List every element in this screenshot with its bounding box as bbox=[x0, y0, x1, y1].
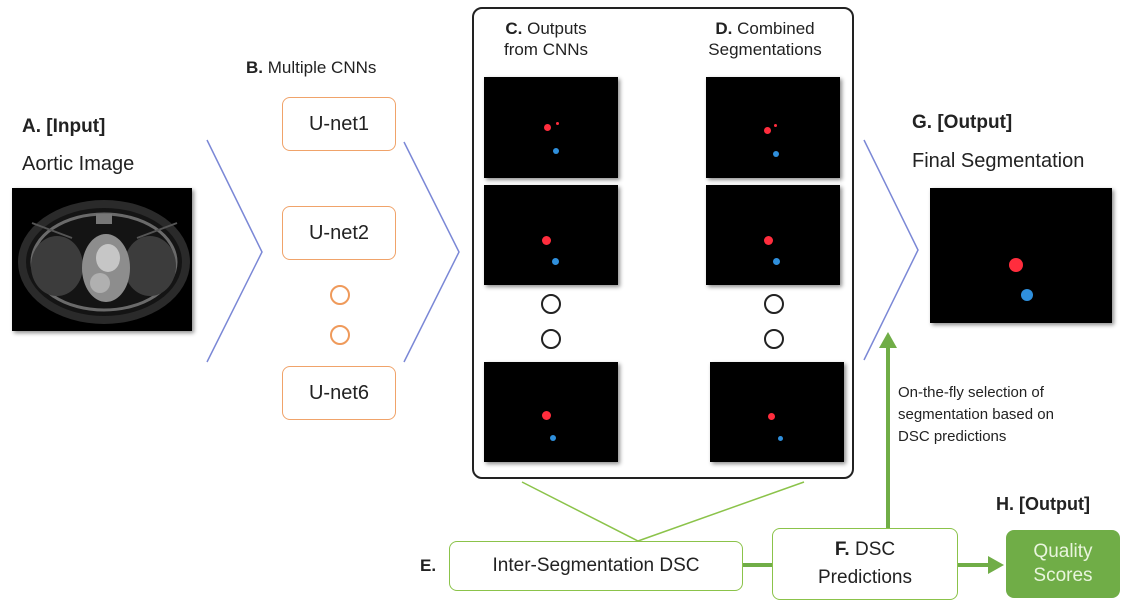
segment-red bbox=[556, 122, 559, 125]
panel-funnel-lines bbox=[521, 481, 805, 542]
chevron-arrow-b bbox=[403, 141, 460, 363]
outputs-header: C. Outputs from CNNs bbox=[484, 18, 608, 60]
unet1-box: U-net1 bbox=[282, 97, 396, 151]
section-a-title: [Input] bbox=[46, 116, 106, 137]
cnn-output-image-6 bbox=[484, 362, 618, 462]
section-b-title: Multiple CNNs bbox=[267, 58, 377, 77]
segment-red bbox=[764, 127, 771, 134]
f-to-g-arrowhead bbox=[879, 332, 897, 348]
cnns-label: B. Multiple CNNs bbox=[246, 58, 376, 78]
section-d-line2: Segmentations bbox=[708, 40, 822, 59]
cnn-output-image-2 bbox=[484, 185, 618, 285]
cnn-output-image-1 bbox=[484, 77, 618, 178]
aortic-mri-image bbox=[12, 188, 192, 331]
inter-segmentation-dsc-box: Inter-Segmentation DSC bbox=[449, 541, 743, 591]
segment-blue bbox=[773, 151, 779, 157]
ellipsis-dot bbox=[541, 329, 561, 349]
segment-blue bbox=[773, 258, 780, 265]
segment-red bbox=[774, 124, 777, 127]
segment-blue bbox=[553, 148, 559, 154]
combined-seg-image-2 bbox=[706, 185, 840, 285]
unet2-box: U-net2 bbox=[282, 206, 396, 260]
section-h-letter: H. bbox=[996, 494, 1014, 514]
selection-note-line1: On-the-fly selection of bbox=[898, 384, 1044, 401]
dsc-predictions-box: F. DSC Predictions bbox=[772, 528, 958, 600]
segment-red bbox=[542, 411, 551, 420]
segment-red bbox=[764, 236, 773, 245]
ellipsis-dot bbox=[330, 285, 350, 305]
quality-scores-line1: Quality bbox=[1033, 541, 1093, 562]
final-output-label: G. [Output] bbox=[912, 112, 1012, 134]
ellipsis-dot bbox=[541, 294, 561, 314]
section-e-letter-bold: E. bbox=[420, 556, 437, 575]
final-segmentation-subtitle: Final Segmentation bbox=[912, 150, 1085, 172]
selection-note-line3: DSC predictions bbox=[898, 428, 1007, 445]
f-to-h-arrowhead bbox=[988, 556, 1004, 574]
section-c-letter: C. bbox=[505, 19, 523, 38]
section-f-line2: Predictions bbox=[818, 567, 912, 588]
segment-blue bbox=[550, 435, 556, 441]
section-c-line2: from CNNs bbox=[503, 40, 589, 59]
chevron-arrow-a bbox=[206, 139, 263, 363]
segment-red bbox=[1009, 258, 1023, 272]
section-h-title: [Output] bbox=[1019, 494, 1090, 514]
segment-red bbox=[542, 236, 551, 245]
quality-scores-line2: Scores bbox=[1033, 565, 1093, 586]
combined-seg-image-6 bbox=[710, 362, 844, 462]
section-f-letter: F. bbox=[834, 539, 850, 560]
section-f-line1: DSC bbox=[854, 539, 896, 560]
section-d-line1: Combined bbox=[737, 19, 815, 38]
section-b-letter: B. bbox=[246, 58, 263, 77]
ellipsis-dot bbox=[330, 325, 350, 345]
segment-red bbox=[768, 413, 775, 420]
segment-red bbox=[544, 124, 551, 131]
segment-blue bbox=[552, 258, 559, 265]
section-g-letter: G. bbox=[912, 112, 933, 133]
section-c-line1: Outputs bbox=[527, 19, 587, 38]
combined-header: D. Combined Segmentations bbox=[690, 18, 840, 60]
unet6-box: U-net6 bbox=[282, 366, 396, 420]
aortic-mri-graphic bbox=[18, 200, 190, 324]
input-label: A. [Input] bbox=[22, 116, 105, 138]
input-subtitle: Aortic Image bbox=[22, 153, 135, 175]
selection-note: On-the-fly selection of segmentation bas… bbox=[898, 382, 1054, 448]
section-a-letter: A. bbox=[22, 116, 41, 137]
ellipsis-dot bbox=[764, 329, 784, 349]
section-g-title: [Output] bbox=[937, 112, 1013, 133]
segment-blue bbox=[1021, 289, 1033, 301]
combined-seg-image-1 bbox=[706, 77, 840, 178]
ellipsis-dot bbox=[764, 294, 784, 314]
chevron-arrow-d bbox=[863, 139, 919, 361]
quality-scores-box: Quality Scores bbox=[1006, 530, 1120, 598]
segment-blue bbox=[778, 436, 783, 441]
quality-output-label: H. [Output] bbox=[996, 494, 1090, 515]
selection-note-line2: segmentation based on bbox=[898, 406, 1054, 423]
final-segmentation-image bbox=[930, 188, 1112, 323]
section-d-letter: D. bbox=[715, 19, 733, 38]
